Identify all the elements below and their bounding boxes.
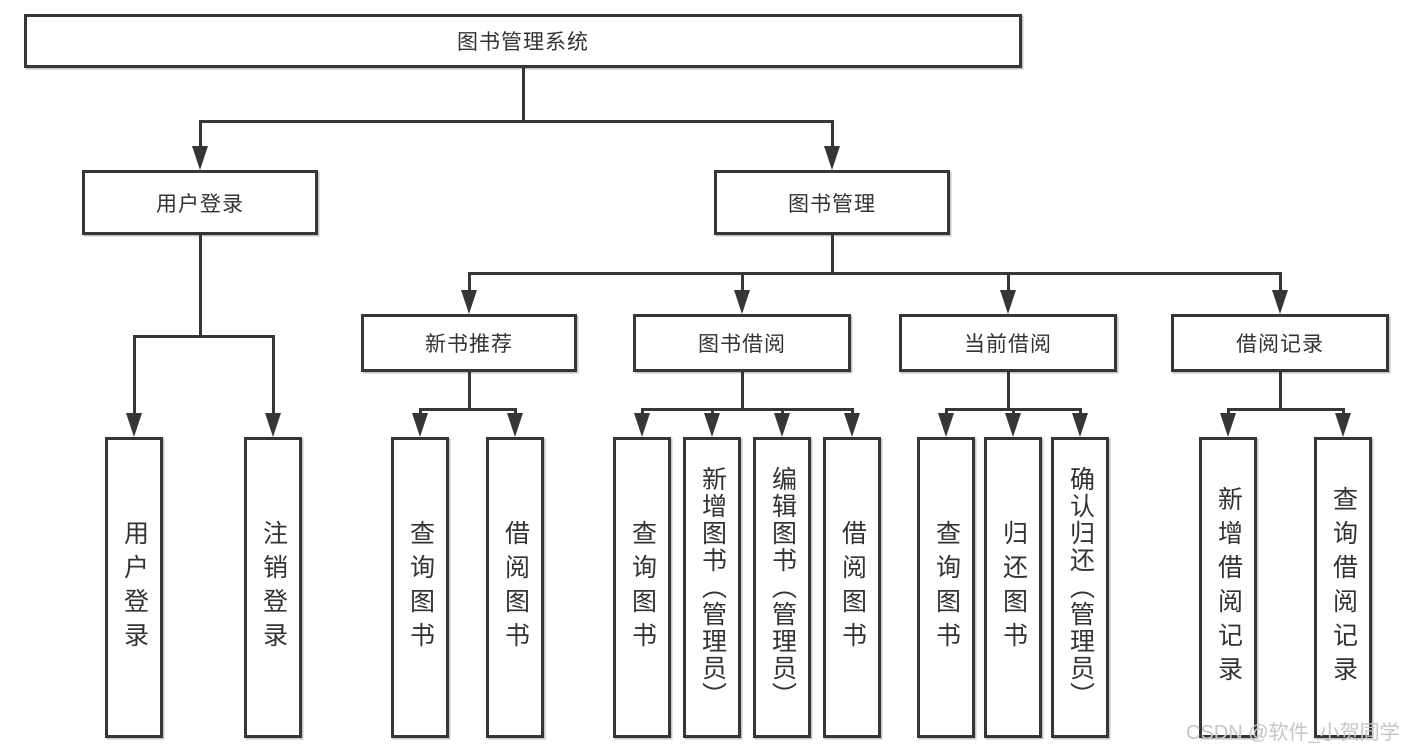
connector-line: [132, 335, 275, 338]
arrowhead-down-icon: [938, 413, 954, 437]
arrowhead-down-icon: [1005, 413, 1021, 437]
node-borrow-records: 借阅记录: [1171, 314, 1389, 372]
node-book-management: 图书管理: [714, 170, 950, 235]
leaf-logout: 注销登录: [244, 437, 302, 738]
connector-line: [513, 408, 517, 416]
leaf-confirm-return-admin: 确认归还（管理员）: [1051, 437, 1109, 738]
arrowhead-down-icon: [1220, 413, 1236, 437]
node-new-book-recommend: 新书推荐: [361, 314, 577, 372]
arrowhead-down-icon: [192, 146, 208, 170]
connector-line: [198, 120, 834, 123]
connector-line: [1006, 372, 1010, 411]
leaf-add-books-admin: 新增图书（管理员）: [683, 437, 741, 738]
arrowhead-down-icon: [1272, 290, 1288, 314]
leaf-query-books-2: 查询图书: [613, 437, 671, 738]
connector-line: [1226, 408, 1345, 411]
arrowhead-down-icon: [824, 146, 840, 170]
arrowhead-down-icon: [704, 413, 720, 437]
node-borrow-records-label: 借阅记录: [1236, 333, 1324, 356]
arrowhead-down-icon: [844, 413, 860, 437]
node-current-borrow: 当前借阅: [899, 314, 1117, 372]
arrowhead-down-icon: [774, 413, 790, 437]
node-root: 图书管理系统: [24, 14, 1022, 68]
arrowhead-down-icon: [1072, 413, 1088, 437]
connector-line: [1006, 272, 1010, 295]
leaf-borrow-books-2-label: 借阅图书: [838, 519, 867, 656]
node-user-login-label: 用户登录: [156, 192, 244, 216]
node-new-book-recommend-label: 新书推荐: [425, 333, 513, 356]
leaf-edit-books-admin: 编辑图书（管理员）: [753, 437, 811, 738]
arrowhead-down-icon: [265, 413, 281, 437]
connector-line: [850, 408, 854, 416]
leaf-query-borrow-record-label: 查询借阅记录: [1329, 485, 1358, 690]
leaf-query-borrow-record: 查询借阅记录: [1314, 437, 1372, 738]
leaf-confirm-return-admin-label: 确认归还（管理员）: [1066, 466, 1095, 709]
leaf-query-books-1: 查询图书: [391, 437, 449, 738]
arrowhead-down-icon: [734, 290, 750, 314]
leaf-edit-books-admin-label: 编辑图书（管理员）: [768, 466, 797, 709]
csdn-watermark: CSDN @软件_小贺同学: [1186, 722, 1400, 744]
leaf-return-books: 归还图书: [984, 437, 1042, 738]
node-root-label: 图书管理系统: [457, 31, 589, 54]
leaf-query-books-1-label: 查询图书: [406, 519, 435, 656]
leaf-add-books-admin-label: 新增图书（管理员）: [698, 466, 727, 709]
leaf-borrow-books-1: 借阅图书: [486, 437, 544, 738]
arrowhead-down-icon: [461, 290, 477, 314]
arrowhead-down-icon: [1335, 413, 1351, 437]
connector-line: [1278, 372, 1282, 411]
connector-line: [418, 408, 422, 416]
leaf-query-books-3-label: 查询图书: [932, 519, 961, 656]
connector-line: [467, 272, 471, 295]
connector-line: [740, 372, 744, 411]
leaf-add-borrow-record-label: 新增借阅记录: [1214, 485, 1243, 690]
node-book-management-label: 图书管理: [788, 192, 876, 216]
arrowhead-down-icon: [1000, 290, 1016, 314]
connector-line: [830, 120, 834, 150]
arrowhead-down-icon: [412, 413, 428, 437]
connector-line: [1078, 408, 1082, 416]
leaf-add-borrow-record: 新增借阅记录: [1199, 437, 1257, 738]
connector-line: [271, 335, 275, 417]
connector-line: [640, 408, 854, 411]
leaf-borrow-books-2: 借阅图书: [823, 437, 881, 738]
connector-line: [780, 408, 784, 416]
connector-line: [1226, 408, 1230, 416]
leaf-query-books-3: 查询图书: [917, 437, 975, 738]
connector-line: [1278, 272, 1282, 295]
connector-line: [640, 408, 644, 416]
leaf-user-login: 用户登录: [105, 437, 163, 738]
node-current-borrow-label: 当前借阅: [964, 333, 1052, 356]
leaf-query-books-2-label: 查询图书: [628, 519, 657, 656]
connector-line: [132, 335, 136, 417]
connector-line: [1341, 408, 1345, 416]
leaf-return-books-label: 归还图书: [999, 519, 1028, 656]
connector-line: [710, 408, 714, 416]
connector-line: [467, 372, 471, 411]
connector-line: [1011, 408, 1015, 416]
node-user-login: 用户登录: [82, 170, 318, 235]
leaf-user-login-label: 用户登录: [120, 519, 149, 656]
leaf-logout-label: 注销登录: [259, 519, 288, 656]
arrowhead-down-icon: [126, 413, 142, 437]
node-book-borrow: 图书借阅: [633, 314, 851, 372]
connector-line: [830, 235, 834, 275]
node-book-borrow-label: 图书借阅: [698, 333, 786, 356]
connector-line: [740, 272, 744, 295]
arrowhead-down-icon: [507, 413, 523, 437]
connector-line: [944, 408, 948, 416]
connector-line: [418, 408, 517, 411]
connector-line: [198, 235, 202, 338]
leaf-borrow-books-1-label: 借阅图书: [501, 519, 530, 656]
connector-line: [198, 120, 202, 150]
arrowhead-down-icon: [634, 413, 650, 437]
connector-line: [521, 68, 525, 123]
connector-line: [467, 272, 1282, 275]
